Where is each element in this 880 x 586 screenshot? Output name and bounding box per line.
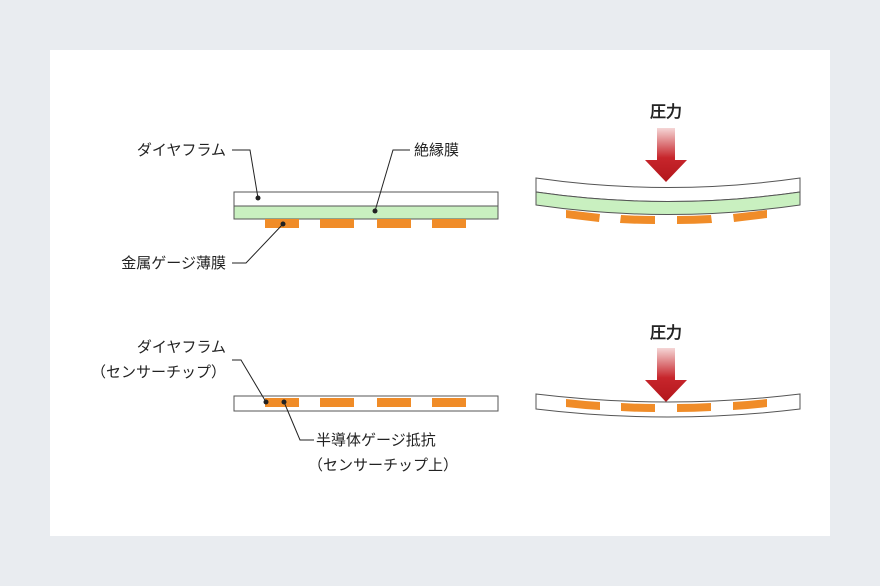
leader-line-sensor-chip [232,359,267,403]
leader-line-diaphragm [232,149,259,199]
diagram-panel [50,50,830,536]
top-flat-gauge [432,219,466,228]
leader-dot [263,399,269,405]
label-semiconductor-gauge-line2: （センサーチップ上） [308,456,458,474]
leader-dot [255,195,261,201]
leader-dot [280,221,286,227]
bottom-flat-gauge [320,398,354,407]
label-pressure: 圧力 [650,102,682,121]
top-flat-sensor: ダイヤフラム 絶縁膜 金属ゲージ薄膜 [121,141,499,272]
top-bent-gauge [677,215,712,224]
bottom-bent-gauge [566,399,600,410]
bottom-bent-gauge [733,399,767,410]
label-metal-gauge-film: 金属ゲージ薄膜 [121,254,226,272]
label-diaphragm: ダイヤフラム [137,141,226,159]
pressure-arrow-icon [645,128,687,182]
top-flat-gauge [320,219,354,228]
bottom-bent-gauge [677,403,711,412]
top-bent-sensor: 圧力 [535,102,801,224]
leader-line-semiconductor-gauge [283,401,314,441]
top-flat-gauge [377,219,411,228]
top-bent-insulating-film [535,191,801,215]
top-bent-gauge [566,210,600,222]
label-diaphragm-line1: ダイヤフラム [137,338,226,356]
bottom-flat-gauge [432,398,466,407]
label-insulating-film: 絶縁膜 [414,141,459,159]
bottom-bent-diaphragm [535,393,801,418]
leader-dot [372,208,378,214]
leader-line-insulating-film [374,149,410,212]
bottom-flat-gauge [377,398,411,407]
pressure-arrow-icon [645,348,687,402]
bottom-bent-gauge [621,403,655,412]
top-bent-gauge [620,215,655,224]
label-pressure: 圧力 [650,323,682,342]
top-bent-gauge [733,210,767,222]
bottom-bent-sensor: 圧力 [535,323,801,418]
top-flat-insulating-film [233,205,499,220]
top-flat-diaphragm [233,191,499,207]
label-diaphragm-line2: （センサーチップ） [91,363,226,381]
bottom-flat-sensor: ダイヤフラム （センサーチップ） 半導体ゲージ抵抗 （センサーチップ上） [91,338,499,474]
leader-dot [281,399,287,405]
leader-line-metal-gauge [232,223,284,264]
label-semiconductor-gauge-line1: 半導体ゲージ抵抗 [316,431,436,449]
